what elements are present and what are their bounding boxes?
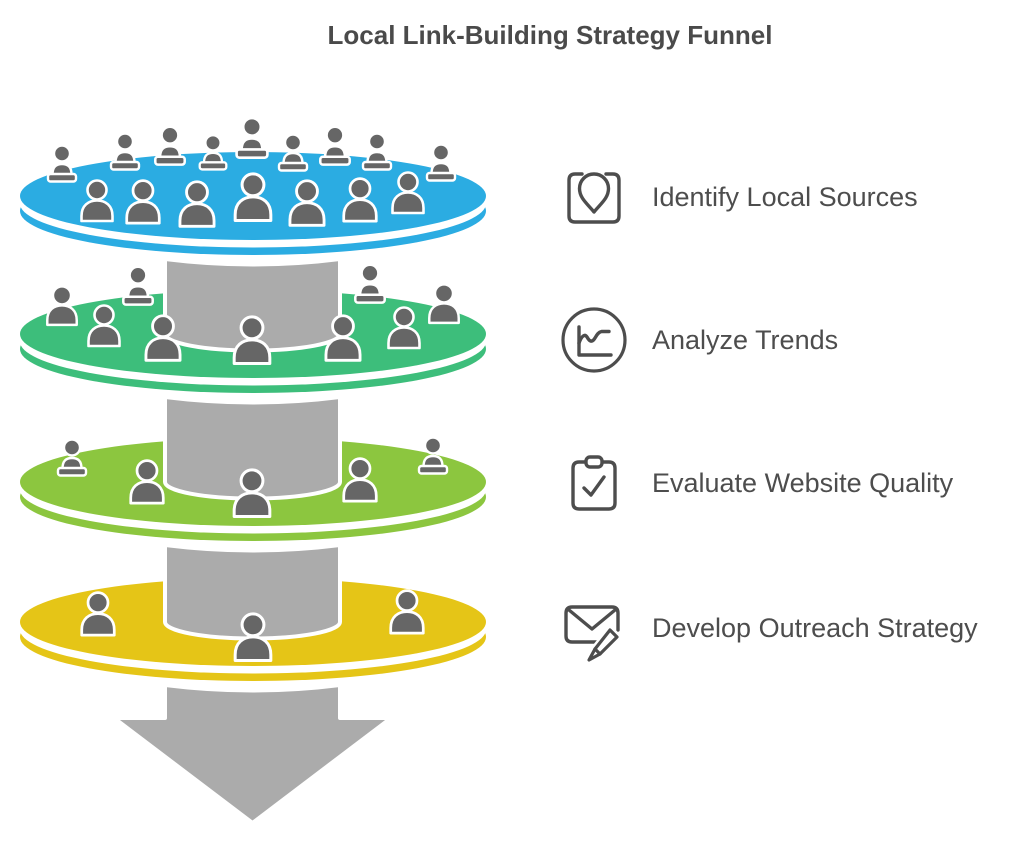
person-icon (46, 285, 78, 327)
funnel-graphic (20, 116, 486, 825)
person-icon (361, 132, 393, 171)
person-icon (154, 125, 186, 166)
envelope-pencil-icon (564, 605, 621, 664)
person-icon (428, 283, 460, 325)
step-label: Evaluate Website Quality (652, 467, 954, 498)
trend-chart-icon (561, 307, 627, 373)
step-evaluate-website-quality: Evaluate Website Quality (556, 445, 953, 521)
person-icon (122, 265, 154, 306)
person-icon (46, 144, 78, 183)
person-icon (354, 263, 386, 304)
diagram-title: Local Link-Building Strategy Funnel (327, 20, 773, 50)
person-icon (319, 125, 351, 166)
map-pin-icon (567, 172, 621, 224)
step-label: Analyze Trends (652, 324, 839, 355)
funnel-arrow-icon (112, 683, 393, 825)
person-icon (109, 132, 141, 171)
funnel-column-segment (163, 543, 342, 641)
person-icon (425, 143, 457, 182)
step-identify-local-sources: Identify Local Sources (556, 159, 918, 235)
person-icon (198, 134, 228, 171)
funnel-column-segment (163, 257, 342, 353)
person-icon (235, 116, 269, 159)
step-label: Develop Outreach Strategy (652, 612, 978, 643)
step-develop-outreach-strategy: Develop Outreach Strategy (556, 590, 978, 666)
step-analyze-trends: Analyze Trends (556, 302, 838, 378)
step-label: Identify Local Sources (652, 181, 918, 212)
funnel-column-segment (163, 395, 342, 501)
clipboard-check-icon (571, 455, 617, 511)
